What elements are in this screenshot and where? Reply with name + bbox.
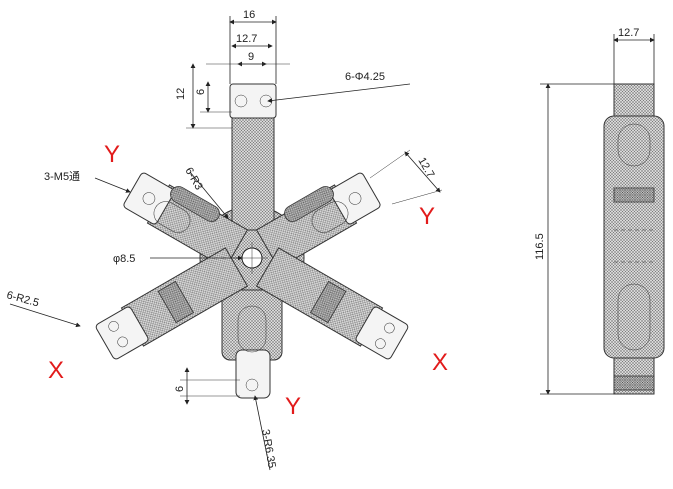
thread-callout: 3-M5通 bbox=[44, 170, 80, 183]
dim-6-height: 6 bbox=[195, 89, 207, 95]
axis-x-right: X bbox=[432, 349, 448, 376]
bottom-tab bbox=[235, 349, 271, 399]
dim-116-5: 116.5 bbox=[534, 233, 546, 260]
dim-12-7-side: 12.7 bbox=[618, 27, 639, 39]
dim-6-bottom: 6 bbox=[174, 386, 186, 392]
slot-left bbox=[153, 201, 191, 233]
dim-9: 9 bbox=[248, 51, 254, 63]
front-view bbox=[9, 16, 443, 471]
center-hole-callout: φ8.5 bbox=[113, 253, 135, 265]
pad-upper-right bbox=[284, 186, 334, 222]
pad-upper-left bbox=[170, 186, 220, 222]
bottom-hole bbox=[245, 378, 259, 392]
top-arm bbox=[231, 109, 275, 231]
axis-x-left: X bbox=[48, 357, 64, 384]
upper-left-arm bbox=[123, 172, 249, 269]
top-hole-left bbox=[234, 94, 248, 108]
upper-right-arm bbox=[255, 172, 381, 269]
radius-bottom: 3-R6.35 bbox=[259, 428, 278, 469]
dim-12-height: 12 bbox=[175, 88, 187, 100]
top-tab bbox=[229, 83, 277, 119]
fillet-left: 6-R2.5 bbox=[5, 289, 40, 309]
hole-callout: 6-Φ4.25 bbox=[345, 71, 385, 83]
lower-left-arm bbox=[95, 247, 249, 360]
lower-right-arm bbox=[255, 247, 409, 360]
axis-y-bottom: Y bbox=[285, 393, 301, 420]
fillet-small: 6-R3 bbox=[182, 166, 204, 193]
axis-y-right: Y bbox=[419, 203, 435, 230]
axis-y-top-left: Y bbox=[104, 141, 120, 168]
bottom-slot bbox=[237, 305, 267, 353]
dim-16: 16 bbox=[243, 9, 255, 21]
slot-right bbox=[311, 201, 349, 233]
side-plate bbox=[603, 115, 665, 359]
side-view bbox=[540, 34, 665, 395]
dim-12-7-top: 12.7 bbox=[236, 33, 257, 45]
